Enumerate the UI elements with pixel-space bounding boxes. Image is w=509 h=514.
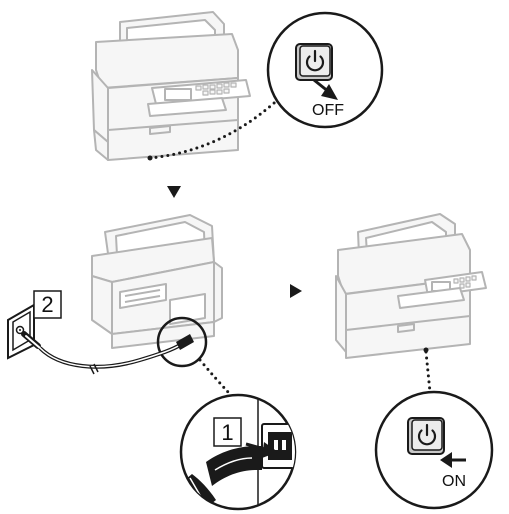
- power-symbol-icon: [417, 423, 437, 446]
- down-triangle-icon: [167, 186, 181, 198]
- printer-left: [91, 214, 223, 349]
- on-label: ON: [442, 473, 466, 490]
- power-button-on: [407, 417, 445, 455]
- off-zoom-circle: OFF: [266, 11, 384, 129]
- step-2-badge: 2: [33, 290, 62, 319]
- plug-in-zoom-circle: 1: [179, 393, 297, 511]
- step-2-number: 2: [41, 292, 53, 317]
- power-cable: [21, 331, 194, 375]
- power-button-off: [295, 43, 333, 81]
- plug-leader-line: [198, 358, 230, 394]
- on-zoom-circle: ON: [374, 390, 494, 510]
- printer-top: [91, 11, 251, 161]
- on-leader-line: [424, 350, 432, 394]
- off-label: OFF: [312, 102, 344, 119]
- power-symbol-icon: [305, 49, 325, 72]
- printer-right: [335, 213, 487, 359]
- press-arrow-on: [440, 452, 466, 468]
- connector-zoom-indicator: [156, 316, 208, 368]
- step-1-number: 1: [221, 420, 233, 445]
- right-triangle-icon: [290, 284, 302, 298]
- press-arrow-off: [313, 78, 338, 100]
- wall-outlet: [7, 303, 35, 360]
